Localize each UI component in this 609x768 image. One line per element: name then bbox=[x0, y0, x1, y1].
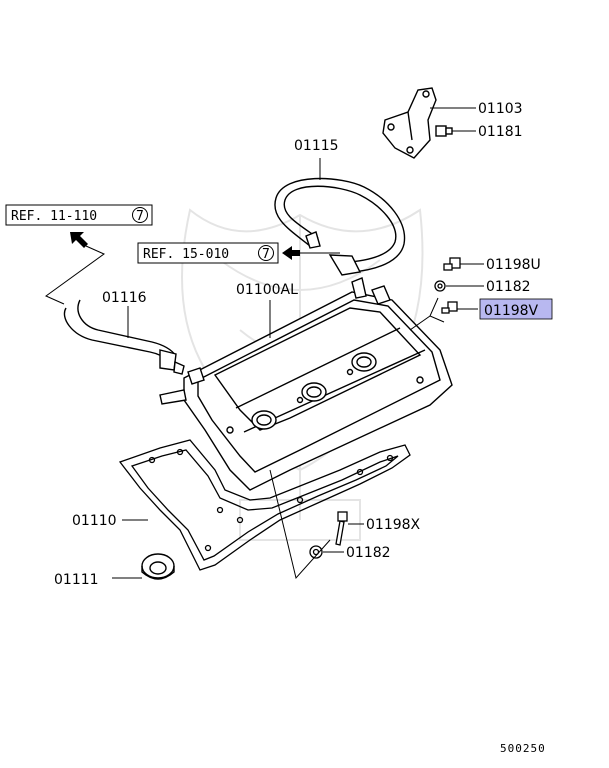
hose-01116-icon bbox=[63, 299, 185, 375]
hose-01115-icon bbox=[274, 177, 406, 276]
part-label-01182-top[interactable]: 01182 bbox=[486, 279, 531, 295]
ref-15-010-text: REF. 15-010 bbox=[143, 247, 229, 262]
part-label-01103[interactable]: 01103 bbox=[478, 101, 523, 117]
diagram-code: 500250 bbox=[500, 742, 546, 755]
part-label-01110[interactable]: 01110 bbox=[72, 513, 117, 529]
part-label-01198x[interactable]: 01198X bbox=[366, 517, 421, 533]
part-label-01100al[interactable]: 01100AL bbox=[236, 282, 298, 298]
seal-01111-icon bbox=[141, 553, 175, 580]
valve-cover-01100al-icon bbox=[159, 277, 453, 491]
arrow-up-left-icon bbox=[70, 232, 88, 248]
gasket-01110-icon bbox=[118, 439, 411, 571]
part-label-01198v[interactable]: 01198V bbox=[484, 303, 539, 319]
washer-01182-bottom-icon bbox=[309, 545, 323, 559]
part-label-01198u[interactable]: 01198U bbox=[486, 257, 541, 273]
part-label-01116[interactable]: 01116 bbox=[102, 290, 147, 306]
ref-15-010-box[interactable]: REF. 15-010 7 bbox=[137, 242, 279, 264]
bolt-01198x-icon bbox=[335, 511, 348, 546]
part-label-01111[interactable]: 01111 bbox=[54, 572, 99, 588]
bolt-01181-icon bbox=[435, 125, 453, 137]
ref-15-010-circle: 7 bbox=[262, 247, 270, 262]
arrow-left-icon bbox=[282, 246, 300, 260]
bolt-01198v-icon bbox=[441, 301, 458, 314]
ref-11-110-text: REF. 11-110 bbox=[11, 209, 97, 224]
part-label-01181[interactable]: 01181 bbox=[478, 124, 523, 140]
bolt-01198u-icon bbox=[443, 257, 461, 271]
part-label-01182-bottom[interactable]: 01182 bbox=[346, 545, 391, 561]
highlight-01198v bbox=[479, 298, 553, 320]
ref-11-110-box[interactable]: REF. 11-110 7 bbox=[5, 204, 153, 226]
bracket-part-icon bbox=[382, 87, 437, 159]
ref-11-110-circle: 7 bbox=[136, 209, 144, 224]
washer-01182-top-icon bbox=[434, 280, 446, 292]
part-label-01115[interactable]: 01115 bbox=[294, 138, 339, 154]
